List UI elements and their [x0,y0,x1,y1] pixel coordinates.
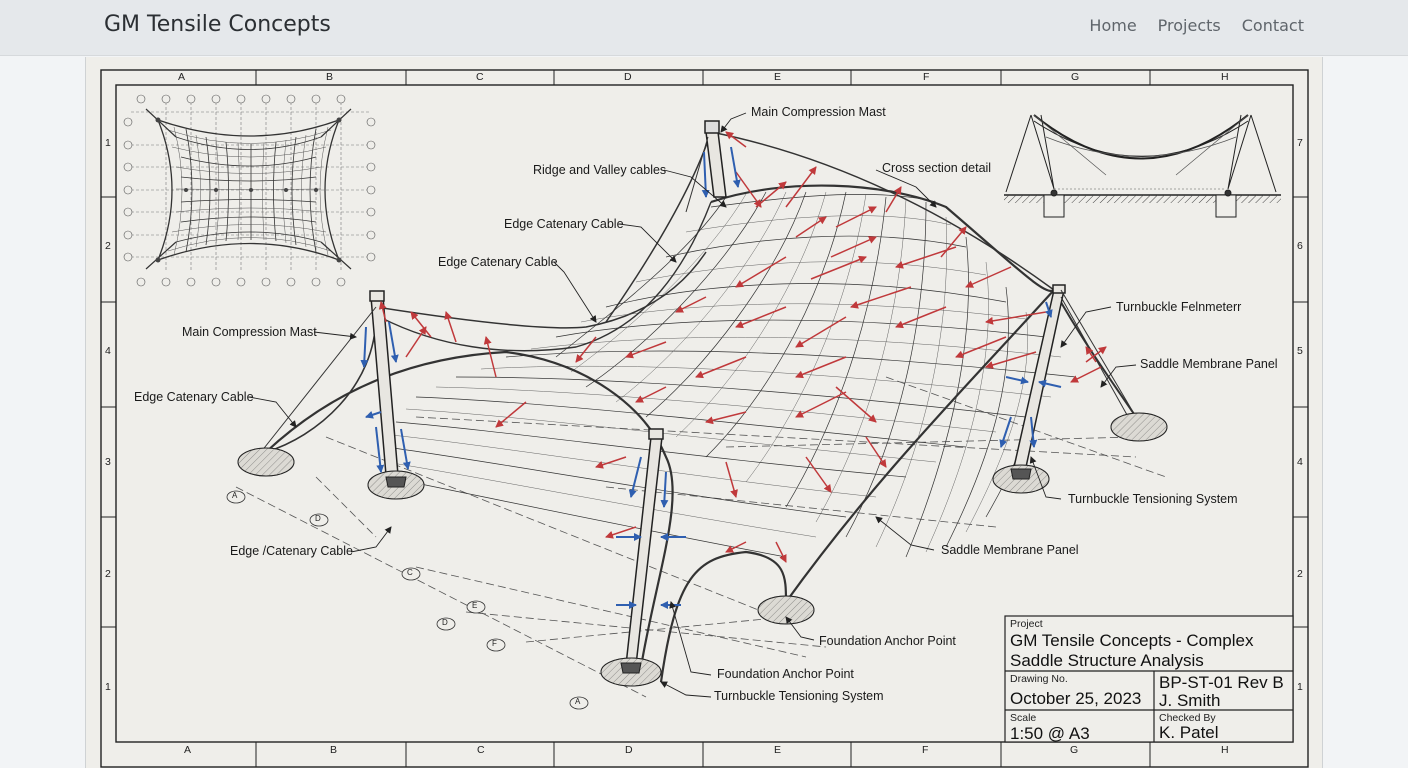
label-turnbuckle-sys-1: Turnbuckle Tensioning System [1068,492,1238,506]
tb-project-label: Project [1010,618,1043,630]
row-label-right-1: 7 [1297,137,1303,149]
label-cross-section: Cross section detail [882,161,992,175]
label-edge-cable-1: Edge Catenary Cable [504,217,624,231]
label-turnbuckle-fel: Turnbuckle Felnmeterr [1116,300,1242,314]
label-edge-cable-3: Edge Catenary Cable [134,390,254,404]
col-label-top-g: G [1071,71,1080,83]
axis-marker-2: D [315,514,321,523]
top-navbar: GM Tensile Concepts Home Projects Contac… [0,0,1408,56]
nav-contact-link[interactable]: Contact [1241,16,1304,35]
nav-projects-link[interactable]: Projects [1157,16,1221,35]
axis-marker-3: C [407,568,413,577]
label-foundation-2: Foundation Anchor Point [717,667,854,681]
label-main-mast-top: Main Compression Mast [751,105,886,119]
row-label-right-3: 5 [1297,345,1303,357]
tb-scale-label: Scale [1010,712,1037,724]
label-ridge-valley: Ridge and Valley cables [533,163,667,177]
row-label-right-5: 2 [1297,568,1303,580]
row-label-left-1: 1 [105,137,111,149]
row-label-right-4: 4 [1297,456,1303,468]
tb-drawing-no: BP-ST-01 Rev B [1159,673,1284,692]
cross-section-view [1004,114,1281,218]
col-label-bottom-e: E [774,744,782,756]
axis-marker-4: D [442,618,448,627]
col-label-top-f: F [923,71,930,83]
row-label-left-3: 4 [105,345,111,357]
drawing-sheet: A B C D E F G H A B C D E F G H 1 2 4 3 … [85,57,1323,768]
nav-menu: Home Projects Contact [1089,16,1304,35]
axis-marker-7: A [575,697,581,706]
axis-marker-1: A [232,491,238,500]
tb-date: October 25, 2023 [1010,689,1142,708]
col-label-bottom-a: A [184,744,192,756]
grid-dividers [101,70,1308,767]
axis-marker-6: F [492,639,497,648]
nav-home-link[interactable]: Home [1089,16,1137,35]
tb-checked-by: K. Patel [1159,723,1219,742]
axis-marker-5: E [472,601,478,610]
tb-checked-label: Checked By [1159,712,1216,724]
axis-bubbles [226,490,589,710]
title-block-frame [1004,615,1294,743]
label-saddle-panel-1: Saddle Membrane Panel [1140,357,1278,371]
col-label-top-d: D [624,71,632,83]
col-label-top-b: B [326,71,334,83]
label-edge-cable-4: Edge /Catenary Cable [230,544,353,558]
tb-scale: 1:50 @ A3 [1010,724,1090,743]
row-label-left-2: 2 [105,240,111,252]
brand-link[interactable]: GM Tensile Concepts [104,12,331,37]
col-label-bottom-b: B [330,744,338,756]
col-label-top-e: E [774,71,782,83]
row-label-right-6: 1 [1297,681,1303,693]
col-label-bottom-g: G [1070,744,1079,756]
col-label-top-a: A [178,71,186,83]
tension-arrows [378,131,1107,563]
tb-drawn-by: J. Smith [1159,691,1221,710]
blueprint-drawing [100,69,1309,768]
row-label-left-4: 3 [105,456,111,468]
col-label-top-c: C [476,71,484,83]
label-main-mast-left: Main Compression Mast [182,325,317,339]
foundations [237,412,1168,687]
plan-view [123,94,376,287]
inner-frame [115,84,1294,743]
label-turnbuckle-sys-2: Turnbuckle Tensioning System [714,689,884,703]
col-label-bottom-h: H [1221,744,1229,756]
row-label-left-5: 2 [105,568,111,580]
label-saddle-panel-2: Saddle Membrane Panel [941,543,1079,557]
tb-project-title: GM Tensile Concepts - Complex Saddle Str… [1010,631,1254,670]
tb-drawing-no-label: Drawing No. [1010,673,1068,685]
leader-lines [248,112,1137,698]
row-label-left-6: 1 [105,681,111,693]
col-label-top-h: H [1221,71,1229,83]
ground-layout [235,376,1167,698]
label-foundation-1: Foundation Anchor Point [819,634,956,648]
outer-frame [100,69,1309,768]
label-edge-cable-2: Edge Catenary Cable [438,255,558,269]
col-label-bottom-c: C [477,744,485,756]
membrane-mesh [265,184,1137,683]
col-label-bottom-d: D [625,744,633,756]
col-label-bottom-f: F [922,744,929,756]
row-label-right-2: 6 [1297,240,1303,252]
